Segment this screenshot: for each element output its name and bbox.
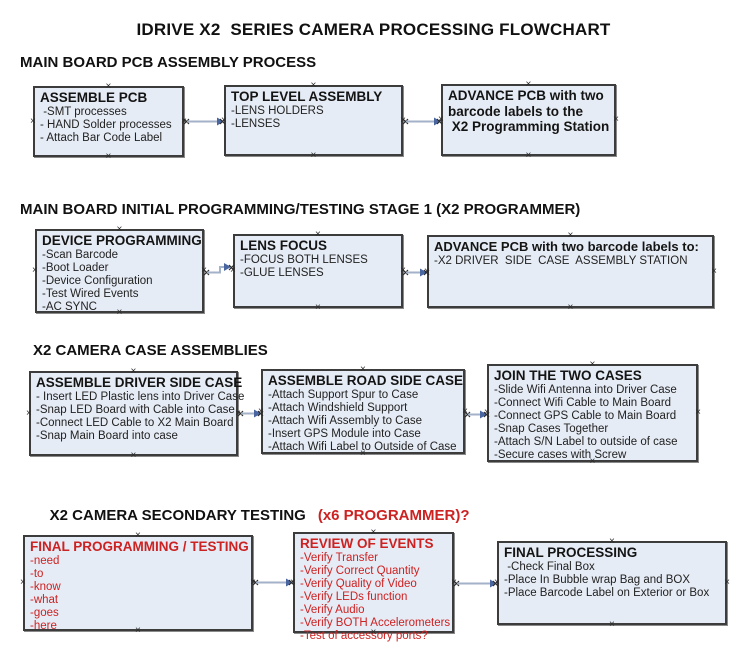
- flow-box-top-level-assembly: TOP LEVEL ASSEMBLY -LENS HOLDERS -LENSES…: [221, 81, 406, 161]
- box-item: -SMT processes: [40, 106, 127, 118]
- connector-handle-icon: ×: [315, 302, 321, 313]
- box-item: -goes: [30, 607, 59, 619]
- box-title: FINAL PROCESSING: [504, 545, 638, 560]
- box-item: -need: [30, 555, 60, 567]
- connector-handle-icon: ×: [105, 151, 112, 162]
- box-item: -Device Configuration: [42, 275, 153, 287]
- flow-arrow: [252, 578, 295, 587]
- box-item: -Attach Wifi Label to Outside of Case: [268, 441, 457, 453]
- connector-handle-icon: ×: [613, 114, 619, 125]
- box-item: -Place In Bubble wrap Bag and BOX: [504, 574, 691, 586]
- box-title: TOP LEVEL ASSEMBLY: [231, 89, 383, 104]
- flow-box-join-the-two-cases: JOIN THE TWO CASES -Slide Wifi Antenna i…: [484, 360, 701, 467]
- box-title: REVIEW OF EVENTS: [300, 536, 434, 551]
- flow-box-assemble-road-side-case: ASSEMBLE ROAD SIDE CASE -Attach Support …: [258, 365, 468, 459]
- box-item: -know: [30, 581, 61, 593]
- section-heading-black-part: X2 CAMERA SECONDARY TESTING: [49, 507, 306, 524]
- box-item: - Insert LED Plastic lens into Driver Ca…: [36, 391, 245, 403]
- box-item: -Connect LED Cable to X2 Main Board: [36, 417, 234, 429]
- connector-handle-icon: ×: [310, 150, 317, 161]
- connector-handle-icon: ×: [711, 265, 717, 277]
- box-item: -Snap Cases Together: [494, 423, 609, 435]
- box-item: -Verify Correct Quantity: [300, 565, 420, 577]
- box-item: -Verify Transfer: [300, 552, 378, 564]
- box-item: -here: [30, 620, 57, 632]
- connector-handle-icon: ×: [695, 407, 701, 418]
- connector-handle-icon: ×: [30, 115, 36, 127]
- connector-handle-icon: ×: [130, 450, 137, 461]
- section-heading-case-assemblies: X2 CAMERA CASE ASSEMBLIES: [33, 342, 268, 359]
- box-item: -Secure cases with Screw: [494, 449, 627, 461]
- flow-arrow: [453, 579, 499, 588]
- section-heading-initial-programming: MAIN BOARD INITIAL PROGRAMMING/TESTING S…: [20, 201, 581, 218]
- box-item: -Attach S/N Label to outside of case: [494, 436, 678, 448]
- box-item: -GLUE LENSES: [240, 267, 324, 279]
- box-title: ASSEMBLE ROAD SIDE CASE: [268, 373, 464, 388]
- box-item: -Scan Barcode: [42, 249, 119, 261]
- box-item: -to: [30, 568, 44, 580]
- box-item: -Snap Main Board into case: [36, 430, 178, 442]
- box-item: -X2 DRIVER SIDE CASE ASSEMBLY STATION: [434, 255, 688, 267]
- box-title: ADVANCE PCB with two barcode labels to t…: [448, 88, 610, 134]
- box-item: -Attach Windshield Support: [268, 402, 408, 414]
- connector-handle-icon: ×: [32, 265, 38, 276]
- box-title: DEVICE PROGRAMMING: [42, 233, 202, 248]
- box-item: -Verify LEDs function: [300, 591, 408, 603]
- flow-arrow: [402, 117, 443, 126]
- connector-handle-icon: ×: [724, 577, 730, 588]
- section-heading-secondary-testing: X2 CAMERA SECONDARY TESTING (x6 PROGRAMME…: [33, 490, 470, 541]
- box-title: LENS FOCUS: [240, 238, 328, 253]
- box-item: -Connect GPS Cable to Main Board: [494, 410, 677, 422]
- flow-box-final-processing: FINAL PROCESSING -Check Final Box -Place…: [494, 537, 730, 630]
- box-item: -what: [30, 594, 59, 606]
- flow-elbow-arrow: [203, 263, 235, 276]
- flow-box-final-programming-testing: FINAL PROGRAMMING / TESTING -need -to -k…: [20, 531, 256, 636]
- box-item: -FOCUS BOTH LENSES: [240, 254, 368, 266]
- box-item: -Place Barcode Label on Exterior or Box: [504, 587, 710, 599]
- box-item: -Verify Quality of Video: [300, 578, 417, 590]
- connector-handle-icon: ×: [20, 577, 26, 588]
- flow-box-lens-focus: LENS FOCUS -FOCUS BOTH LENSES -GLUE LENS…: [230, 230, 406, 313]
- flow-arrow: [183, 117, 226, 126]
- box-title: ADVANCE PCB with two barcode labels to:: [434, 239, 699, 254]
- box-item: -Verify Audio: [300, 604, 365, 616]
- box-item: -LENSES: [231, 118, 281, 130]
- box-title: ASSEMBLE DRIVER SIDE CASE: [36, 375, 243, 390]
- flow-arrow: [464, 410, 490, 419]
- flow-arrow: [237, 409, 264, 418]
- box-item: -AC SYNC: [42, 301, 97, 313]
- box-item: -Slide Wifi Antenna into Driver Case: [494, 384, 677, 396]
- flow-arrow: [402, 268, 430, 277]
- box-item: -Test of accessory ports?: [300, 630, 428, 642]
- flow-box-review-of-events: REVIEW OF EVENTS -Verify Transfer -Verif…: [290, 528, 457, 643]
- flow-box-advance-pcb-driver-side-station: ADVANCE PCB with two barcode labels to: …: [424, 231, 717, 313]
- box-item: -Check Final Box: [504, 561, 595, 573]
- section-heading-red-part: (x6 PROGRAMMER)?: [317, 507, 470, 524]
- box-item: -LENS HOLDERS: [231, 105, 324, 117]
- box-item: -Connect Wifi Cable to Main Board: [494, 397, 672, 409]
- box-item: - HAND Solder processes: [40, 119, 172, 131]
- box-title: FINAL PROGRAMMING / TESTING: [30, 539, 249, 554]
- box-item: -Snap LED Board with Cable into Case: [36, 404, 235, 416]
- box-item: -Boot Loader: [42, 262, 109, 274]
- box-title: ASSEMBLE PCB: [40, 90, 148, 105]
- box-item: -Verify BOTH Accelerometers: [300, 617, 451, 629]
- connector-handle-icon: ×: [567, 302, 574, 313]
- connector-handle-icon: ×: [525, 150, 532, 161]
- flow-box-device-programming: DEVICE PROGRAMMING -Scan Barcode -Boot L…: [32, 225, 207, 318]
- connector-handle-icon: ×: [26, 407, 32, 419]
- flow-box-assemble-pcb: ASSEMBLE PCB -SMT processes - HAND Solde…: [30, 82, 187, 162]
- box-title: JOIN THE TWO CASES: [494, 368, 642, 383]
- section-heading-pcb-assembly: MAIN BOARD PCB ASSEMBLY PROCESS: [20, 54, 317, 71]
- box-item: -Attach Wifi Assembly to Case: [268, 415, 423, 427]
- connector-handle-icon: ×: [609, 619, 615, 630]
- box-item: -Insert GPS Module into Case: [268, 428, 421, 440]
- box-item: -Test Wired Events: [42, 288, 139, 300]
- flow-box-advance-pcb-programming-station: ADVANCE PCB with two barcode labels to t…: [438, 80, 619, 161]
- box-item: - Attach Bar Code Label: [40, 132, 163, 144]
- box-item: -Attach Support Spur to Case: [268, 389, 419, 401]
- page-title: IDRIVE X2 SERIES CAMERA PROCESSING FLOWC…: [136, 20, 611, 39]
- flow-box-assemble-driver-side-case: ASSEMBLE DRIVER SIDE CASE - Insert LED P…: [26, 367, 245, 461]
